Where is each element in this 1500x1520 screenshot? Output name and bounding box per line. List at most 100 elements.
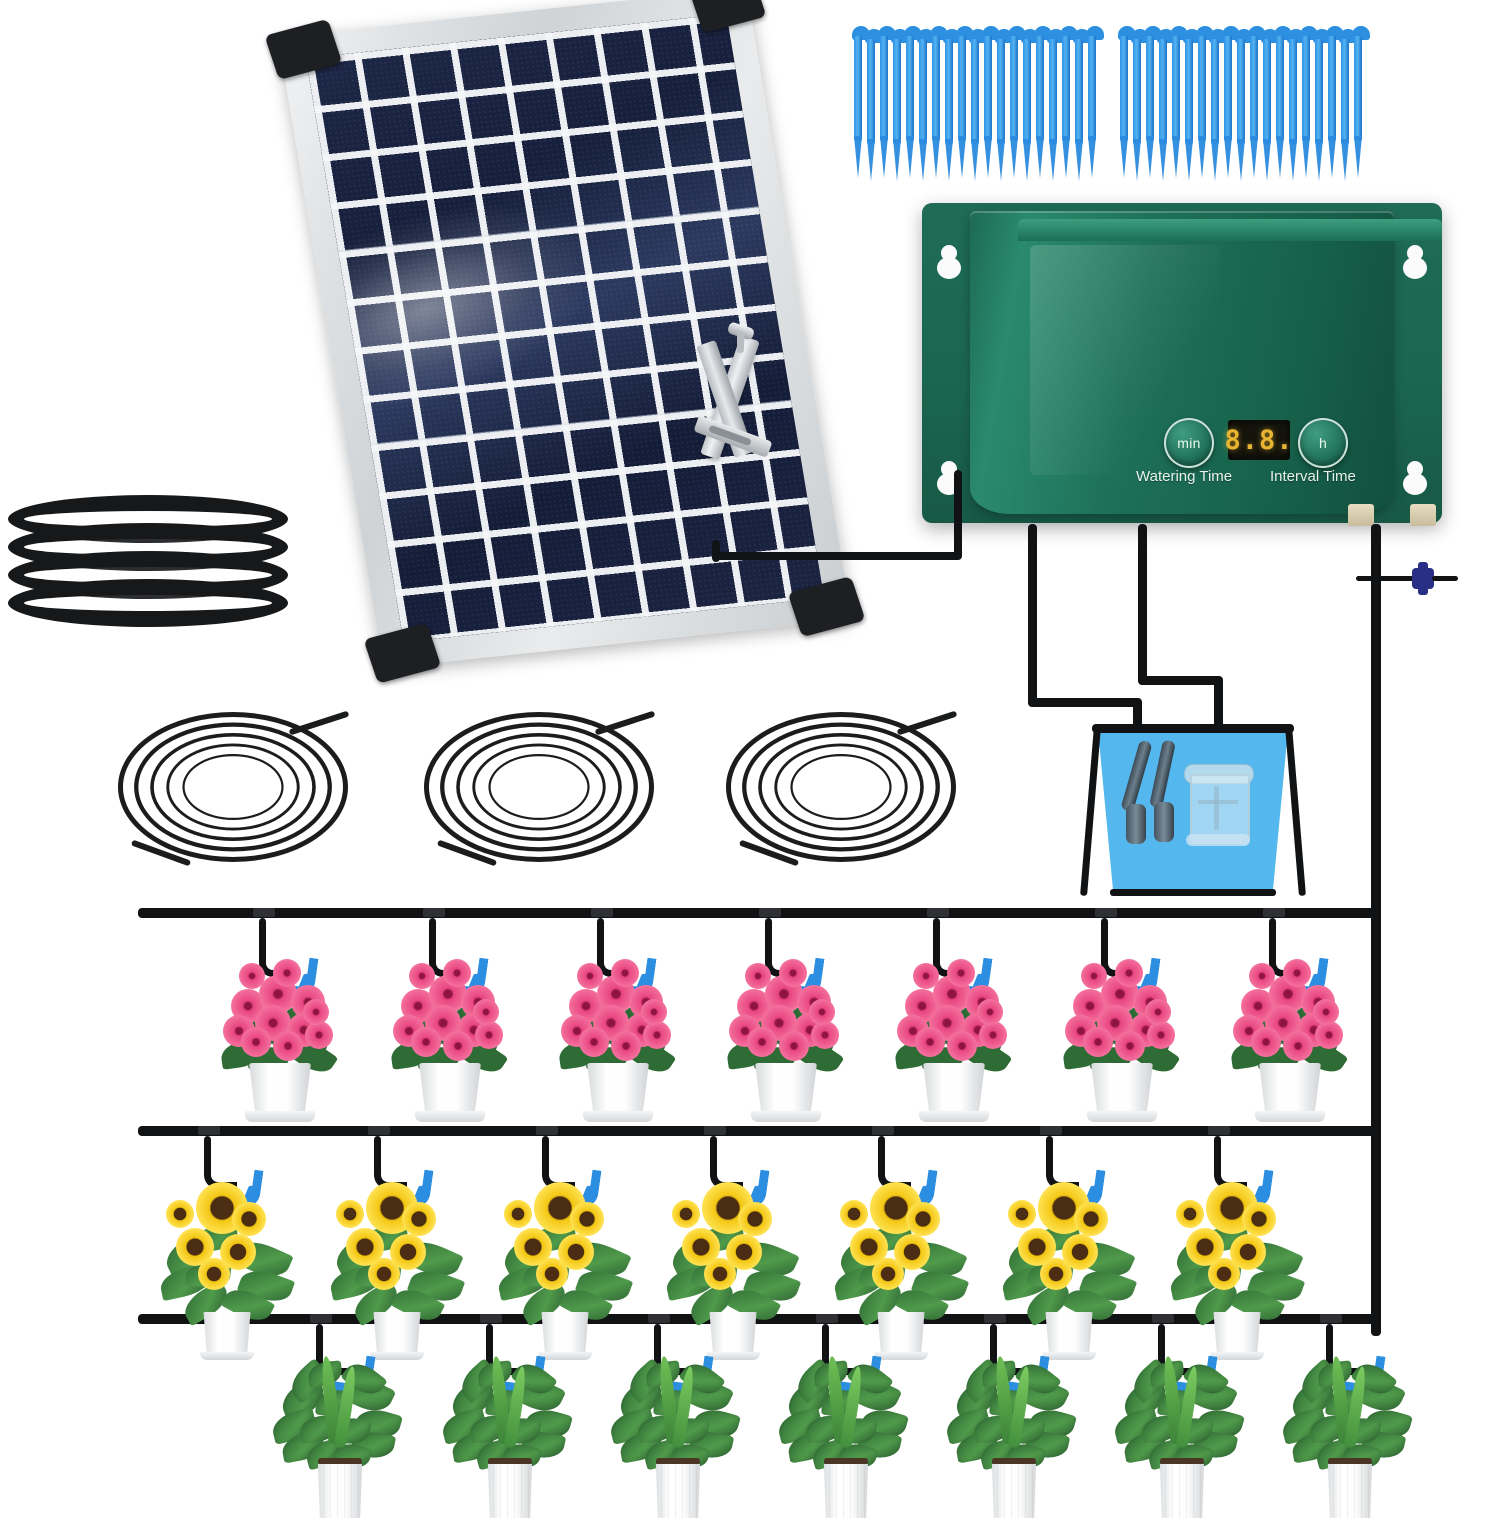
flower (1083, 1027, 1113, 1057)
watering-time-button[interactable]: min (1164, 418, 1214, 468)
drip-stake-body (1049, 39, 1057, 144)
sunflower-core (1183, 1207, 1197, 1221)
drip-stake-body (1062, 36, 1070, 141)
sunflower (1074, 1202, 1108, 1236)
flower (1147, 1021, 1175, 1049)
flower (745, 963, 771, 989)
sunflower-core (736, 1244, 752, 1260)
sunflower (1208, 1258, 1240, 1290)
soil (824, 1458, 868, 1465)
water-reservoir-bucket[interactable] (1080, 724, 1306, 897)
pump-shaft (1214, 786, 1219, 830)
flower (811, 1021, 839, 1049)
sunflower-core (1196, 1238, 1214, 1256)
drip-stake-tip (1198, 136, 1206, 178)
drip-stake-tip (1276, 136, 1284, 178)
soil (1160, 1458, 1204, 1465)
drip-stake-icon (1326, 26, 1344, 178)
flower (977, 999, 1003, 1025)
pot-saucer (245, 1111, 315, 1122)
outlet-port[interactable] (1410, 504, 1436, 526)
potted-plant (495, 1172, 638, 1360)
drip-drop-line (429, 918, 436, 964)
pot-saucer (370, 1352, 424, 1360)
drip-stake-tip (906, 136, 914, 178)
drip-stake-body (1010, 36, 1018, 141)
drip-stake-body (1250, 36, 1258, 141)
sunflower-core (860, 1238, 878, 1256)
drip-stake-tip (1036, 136, 1044, 178)
solar-cable (712, 552, 962, 560)
drip-stake-body (1224, 36, 1232, 141)
sunflower (166, 1200, 194, 1228)
drip-stake-tip (971, 139, 979, 181)
drip-stake-icon (956, 26, 974, 178)
sunflower-core (376, 1266, 392, 1282)
drip-stake-tip (958, 136, 966, 178)
interval-time-button[interactable]: h (1298, 418, 1348, 468)
main-hose-coil[interactable] (8, 495, 288, 655)
pot (1091, 1063, 1153, 1113)
sunflower-core (544, 1266, 560, 1282)
drip-stake-icon (930, 26, 948, 178)
pot (419, 1063, 481, 1113)
pot-saucer (538, 1352, 592, 1360)
drip-stake-body (1341, 39, 1349, 144)
interval-time-label: Interval Time (1270, 468, 1356, 485)
sunflower-core (173, 1207, 187, 1221)
sunflower-core (524, 1238, 542, 1256)
tube-clip (816, 1314, 838, 1323)
pot (373, 1312, 421, 1356)
drip-stake-icon (1086, 26, 1104, 178)
tubing-loop (472, 743, 606, 831)
drip-stake-tip (1088, 136, 1096, 178)
drip-tubing-coil-3[interactable] (726, 710, 958, 887)
drip-stake-body (1185, 39, 1193, 144)
drip-stake-icon (1287, 29, 1305, 181)
flower (475, 1021, 503, 1049)
solar-panel[interactable] (264, 0, 866, 684)
pump-base (1186, 834, 1250, 846)
pot-saucer (583, 1111, 653, 1122)
tubing-loop (182, 754, 284, 820)
drip-stake-body (854, 36, 862, 141)
sunflower (840, 1200, 868, 1228)
drip-stake-body (1133, 39, 1141, 144)
flower (473, 999, 499, 1025)
drip-stake-body (945, 39, 953, 144)
drip-drop-line (765, 918, 772, 964)
mounting-hole-icon (936, 245, 962, 279)
drip-stake-bundle-right[interactable] (1118, 26, 1370, 186)
flower (779, 959, 807, 987)
valve-handle (1418, 562, 1428, 595)
potted-plant (999, 1172, 1142, 1360)
irrigation-timer-controller[interactable]: min Watering Time 8.8. h Interval Time (922, 203, 1442, 533)
drip-tubing-coil-2[interactable] (424, 710, 656, 887)
drip-stake-tip (1302, 136, 1310, 178)
pot (487, 1464, 533, 1518)
drip-stake-icon (878, 26, 896, 178)
tube-clip (368, 1126, 390, 1135)
potted-plant (607, 1355, 745, 1520)
drip-stake-icon (1235, 29, 1253, 181)
potted-plant (1111, 1355, 1249, 1520)
drip-stake-bundle-left[interactable] (852, 26, 1104, 186)
tubing-loop (790, 754, 892, 820)
flower (411, 1027, 441, 1057)
tube-clip (591, 908, 613, 917)
potted-plant (1057, 955, 1187, 1130)
pot (587, 1063, 649, 1113)
bucket-base (1110, 889, 1276, 896)
inline-valve-connector[interactable] (1356, 562, 1476, 595)
drip-stake-tip (1211, 139, 1219, 181)
flower (779, 1031, 809, 1061)
flower (947, 1031, 977, 1061)
sunflower-core (511, 1207, 525, 1221)
sunflower-core (230, 1244, 246, 1260)
drip-stake-tip (1328, 136, 1336, 178)
sunflower-core (716, 1196, 740, 1220)
outlet-port[interactable] (1348, 504, 1374, 526)
drip-tubing-coil-1[interactable] (118, 710, 350, 887)
tubing-loop (118, 712, 348, 862)
flower (577, 963, 603, 989)
